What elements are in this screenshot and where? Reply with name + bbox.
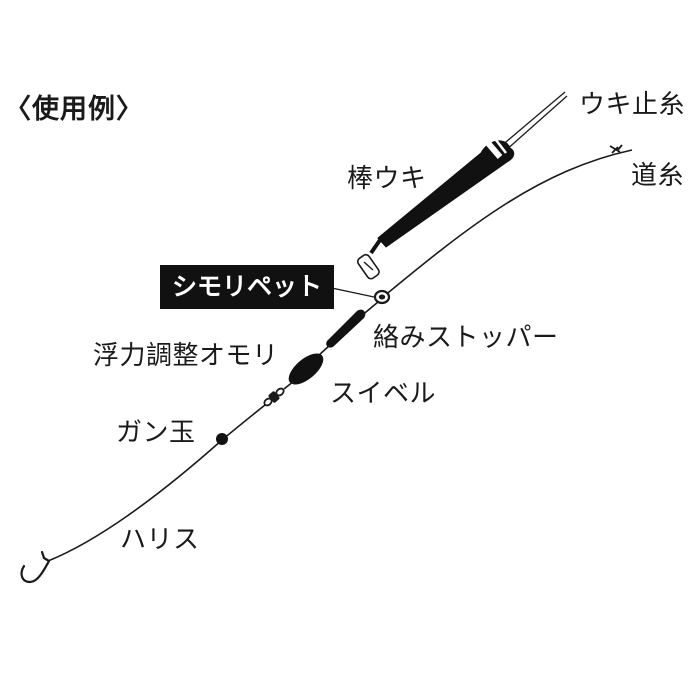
swivel [263,387,285,407]
label-karami-stopper: 絡みストッパー [373,323,559,353]
main-line [382,149,633,298]
shimori-pointer [326,286,375,298]
stick-float [369,139,515,255]
float-stop-knot [609,144,623,154]
hook [20,550,51,584]
label-uki-dome-ito: ウキ止糸 [579,90,686,120]
label-michi-ito: 道糸 [631,161,685,191]
label-furyoku-omori: 浮力調整オモリ [93,341,279,371]
buoyancy-weight [288,353,324,385]
leader-line [47,404,266,562]
tangle-stopper [326,309,366,348]
label-shimori-pet: シモリペット [160,265,335,309]
float-stop-thread [499,91,568,152]
label-gan-dama: ガン玉 [116,418,196,448]
shimori-pet-bead [373,289,391,305]
weight-to-swivel-line [283,380,295,390]
diagram-title: 〈使用例〉 [4,94,144,125]
split-shot [216,433,228,445]
label-swivel: スイベル [330,379,437,409]
float-connector [356,253,380,280]
label-bou-uki: 棒ウキ [347,164,427,194]
label-harisu: ハリス [120,525,200,555]
